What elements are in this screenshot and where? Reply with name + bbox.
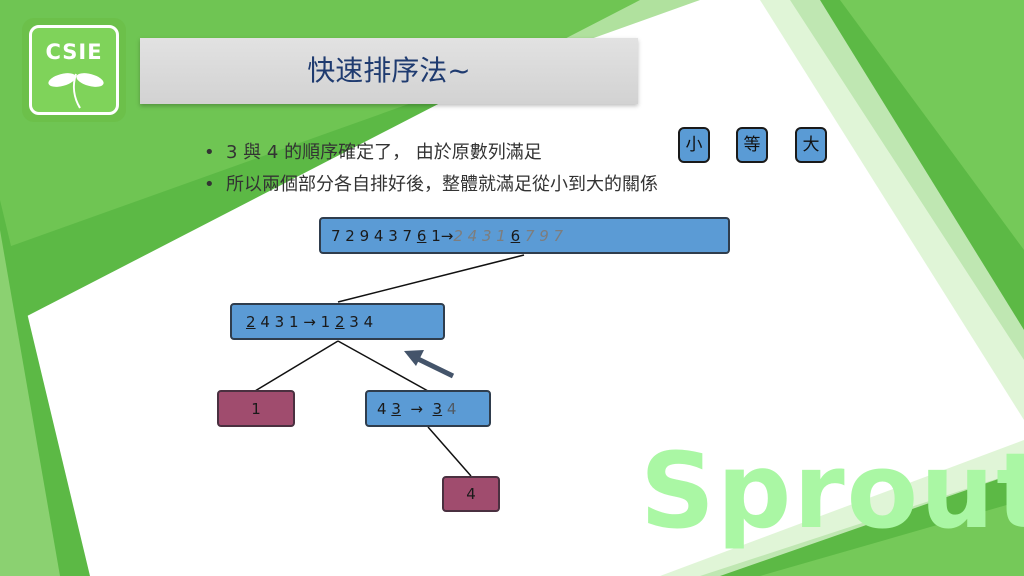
equal-box: 等 — [736, 127, 768, 163]
root-pivot: 6 — [416, 226, 427, 245]
left-node: 2 4 3 1 → 1 2 3 4 — [230, 303, 445, 340]
logo-text: CSIE — [45, 40, 103, 64]
title-bar: 快速排序法~ — [140, 38, 638, 104]
bullet-item: • 3 與 4 的順序確定了， 由於原數列滿足 — [204, 138, 542, 164]
root-after-pivot: 6 — [510, 226, 521, 245]
bullet-text: 所以兩個部分各自排好後，整體就滿足從小到大的關係 — [226, 174, 658, 195]
left-sorted-a: 1 — [320, 312, 331, 331]
left-pivot: 2 — [246, 312, 256, 331]
root-before: 7 2 9 4 3 7 — [331, 226, 413, 245]
sprout-leaf-icon — [48, 73, 104, 109]
right-node: 4 3 → 3 4 — [365, 390, 491, 427]
leaf-four-value: 4 — [466, 485, 476, 503]
left-arrow: → — [303, 312, 316, 331]
bullet-dot: • — [204, 142, 215, 163]
left-sorted-pivot: 2 — [334, 312, 345, 331]
right-first: 4 — [377, 399, 387, 418]
right-sorted-pivot: 3 — [432, 399, 443, 418]
back-arrow-shaft — [414, 355, 455, 379]
bullet-text: 3 與 4 的順序確定了， 由於原數列滿足 — [226, 142, 542, 163]
bullet-dot: • — [204, 174, 215, 195]
leaf-node-four: 4 — [442, 476, 500, 512]
edge-left-leaf-one — [254, 340, 339, 392]
right-pivot: 3 — [391, 399, 401, 418]
leaf-node-one: 1 — [217, 390, 295, 427]
root-tail: 1 — [431, 226, 441, 245]
root-after-right: 7 9 7 — [524, 226, 564, 245]
bullet-item: • 所以兩個部分各自排好後，整體就滿足從小到大的關係 — [204, 170, 658, 196]
leaf-one-value: 1 — [251, 399, 261, 418]
root-node: 7 2 9 4 3 7 6 1→2 4 3 1 6 7 9 7 — [319, 217, 730, 254]
large-box: 大 — [795, 127, 827, 163]
root-arrow: → — [440, 226, 454, 245]
edge-root-left — [337, 254, 525, 303]
csie-logo: CSIE — [22, 18, 126, 122]
back-arrow-icon — [404, 350, 424, 366]
page-title: 快速排序法~ — [307, 54, 471, 87]
left-sorted-b: 3 4 — [349, 312, 374, 331]
edge-left-right — [337, 340, 429, 392]
left-rest: 4 3 1 — [260, 312, 299, 331]
root-after-left: 2 4 3 1 — [453, 226, 506, 245]
small-box: 小 — [678, 127, 710, 163]
sprout-watermark: Sprout — [640, 430, 1024, 552]
right-arrow: → — [410, 399, 423, 418]
edge-right-leaf-four — [427, 426, 472, 477]
right-sorted-rest: 4 — [446, 399, 457, 418]
